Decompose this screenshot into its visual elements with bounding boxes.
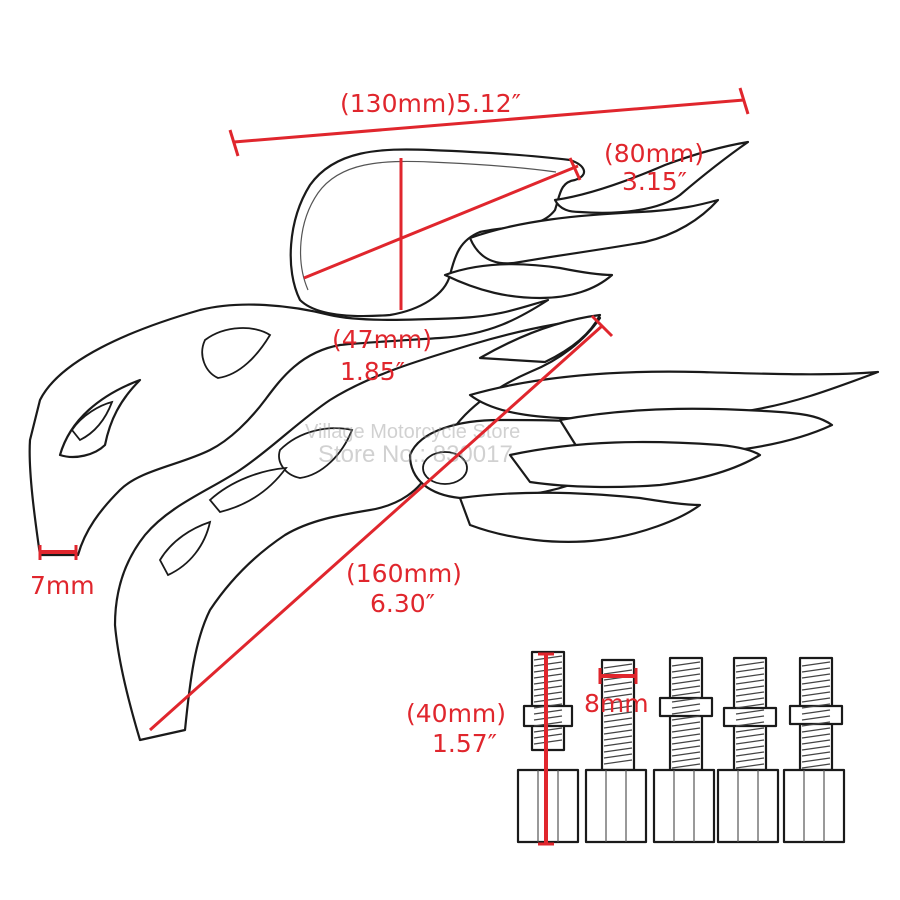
thread-line [603,663,633,669]
thread-line [671,703,701,709]
thread-line [801,763,831,769]
thread-line [735,685,765,691]
thread-line [735,661,765,667]
thread-line [735,739,765,745]
thread-line [671,679,701,685]
thread-line [801,757,831,763]
thread-line [671,757,701,763]
dimension-lines [38,87,750,846]
thread-line [735,679,765,685]
tip-in-label: 3.15″ [622,167,687,196]
thread-line [735,727,765,733]
thread-line [603,723,633,729]
bolt-length-in-label: 1.57″ [432,729,497,758]
bolt-4 [716,656,780,844]
thread-line [801,709,831,715]
width-label: (130mm)5.12″ [340,89,521,118]
thread-line [671,721,701,727]
bolt-2 [584,658,648,844]
thread-line [801,721,831,727]
stem-label: 7mm [30,571,95,600]
watermark-line-2: Store No.: 830017 [318,441,513,468]
thread-line [735,751,765,757]
thread-line [671,733,701,739]
thread-line [671,661,701,667]
thread-line [801,727,831,733]
thread-line [603,747,633,753]
lower-flame-mirror [113,313,880,742]
bolt-length-mm-label: (40mm) [406,699,506,728]
thread-line [603,681,633,687]
watermark-line-1: Village Motorcycle Store [305,421,520,443]
bolt-3 [652,656,716,844]
thread-line [801,673,831,679]
thread-line [603,699,633,705]
thread-line [735,757,765,763]
thread-line [735,703,765,709]
thread-line [671,697,701,703]
thread-line [801,667,831,673]
thread-line [671,667,701,673]
thread-line [801,679,831,685]
thread-line [801,697,831,703]
thread-line [801,703,831,709]
thread-line [735,709,765,715]
thread-line [671,763,701,769]
width-dimension-line [233,98,745,144]
thread-line [671,691,701,697]
length-mm-label: (160mm) [346,559,462,588]
thread-line [603,717,633,723]
thread-line [735,715,765,721]
thread-line [603,693,633,699]
thread-line [671,709,701,715]
thread-line [603,705,633,711]
thread-line [603,735,633,741]
thread-line [603,753,633,759]
thread-line [801,733,831,739]
head-in-label: 1.85″ [340,357,405,386]
thread-label: 8mm [584,689,649,718]
tip-mm-label: (80mm) [604,139,704,168]
length-in-label: 6.30″ [370,589,435,618]
thread-line [735,691,765,697]
thread-line [735,733,765,739]
thread-line [801,751,831,757]
thread-line [671,745,701,751]
thread-line [671,715,701,721]
upper-flame-mirror [28,140,750,557]
thread-line [801,745,831,751]
thread-line [671,673,701,679]
bolt-5 [782,656,846,844]
thread-line [671,751,701,757]
bolt-threads [533,655,831,769]
dimension-labels: (130mm)5.12″ (80mm) 3.15″ (47mm) 1.85″ 7… [30,89,704,758]
thread-line [735,673,765,679]
thread-line [735,667,765,673]
thread-line [603,711,633,717]
length-dimension-line [149,324,603,732]
mirror-width-line [303,164,579,280]
thread-line [801,739,831,745]
watermark: Village Motorcycle Store Store No.: 8300… [305,421,520,468]
thread-line [801,661,831,667]
thread-line [603,669,633,675]
thread-line [603,687,633,693]
thread-line [735,763,765,769]
thread-line [735,697,765,703]
mounting-bolts [516,650,846,844]
thread-line [603,741,633,747]
thread-line [603,729,633,735]
thread-line [801,691,831,697]
thread-line [801,715,831,721]
thread-line [671,727,701,733]
thread-line [801,685,831,691]
head-mm-label: (47mm) [332,325,432,354]
thread-line [671,685,701,691]
thread-line [735,721,765,727]
thread-line [671,739,701,745]
thread-line [735,745,765,751]
thread-line [603,759,633,765]
